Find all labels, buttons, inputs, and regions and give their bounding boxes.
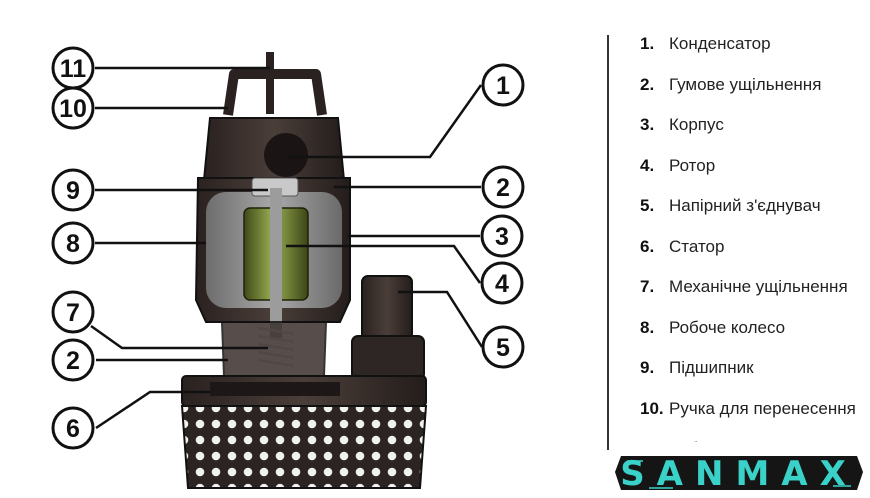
legend-item: 1. Конденсатор xyxy=(640,30,865,71)
callout-number: 3 xyxy=(495,223,509,251)
callout-number: 9 xyxy=(66,177,80,205)
callout-number: 2 xyxy=(496,174,510,202)
legend-label: Статор xyxy=(669,236,725,256)
callout-1: 1 xyxy=(481,63,525,107)
parts-legend: 1. Конденсатор 2. Гумове ущільнення 3. Корпус… xyxy=(640,30,865,442)
legend-label: Гумове ущільнення xyxy=(669,74,822,94)
legend-item: 7. Механічне ущільнення xyxy=(640,273,865,314)
callout-2: 2 xyxy=(51,338,95,382)
callout-number: 10 xyxy=(59,95,87,123)
callout-markers: 11 10 9 8 7 2 6 1 2 3 4 5 xyxy=(51,46,525,450)
callout-5: 5 xyxy=(481,325,525,369)
capacitor xyxy=(264,133,308,177)
callout-number: 5 xyxy=(496,334,510,362)
callout-number: 2 xyxy=(66,347,80,375)
legend-number: 4. xyxy=(640,155,655,175)
legend-number: 9. xyxy=(640,358,655,377)
legend-label: Корпус xyxy=(669,115,724,134)
callout-4: 4 xyxy=(480,261,524,305)
pump-illustration xyxy=(180,52,428,489)
callout-8: 8 xyxy=(51,221,95,265)
legend-label: Ручка для перенесення xyxy=(669,398,856,418)
callout-number: 8 xyxy=(66,230,80,258)
power-cable xyxy=(266,52,274,114)
legend-number: 10. xyxy=(640,398,664,418)
brand-logo: SANMAX xyxy=(615,454,863,494)
legend-label: Механічне ущільнення xyxy=(669,277,848,296)
callout-10: 10 xyxy=(51,86,95,130)
legend-item: 10.Ручка для перенесення xyxy=(640,395,865,436)
legend-label: Робоче колесо xyxy=(669,317,786,337)
shaft xyxy=(270,188,282,338)
legend-number: 1. xyxy=(640,34,655,53)
callout-number: 1 xyxy=(496,72,510,100)
strainer xyxy=(180,405,428,489)
impeller xyxy=(210,382,340,396)
legend-item: 3. Корпус xyxy=(640,111,865,152)
legend-item: 11.Кабель живлення xyxy=(640,435,865,442)
legend-label: Підшипник xyxy=(669,358,754,377)
legend-item: 9. Підшипник xyxy=(640,354,865,395)
legend-item: 6. Статор xyxy=(640,233,865,274)
legend-number: 6. xyxy=(640,236,655,256)
callout-number: 7 xyxy=(66,299,80,327)
pump-diagram: 11 10 9 8 7 2 6 1 2 3 4 5 xyxy=(51,46,525,489)
callout-2: 2 xyxy=(481,165,525,209)
callout-6: 6 xyxy=(51,406,95,450)
legend-number: 8. xyxy=(640,317,655,337)
logo-text: SANMAX xyxy=(620,454,858,494)
legend-label: Ротор xyxy=(669,155,716,175)
legend-label: Напірний з'єднувач xyxy=(669,196,821,215)
legend-number: 3. xyxy=(640,115,655,134)
legend-number: 7. xyxy=(640,277,655,296)
legend-label: Кабель живлення xyxy=(669,439,807,442)
callout-7: 7 xyxy=(51,290,95,334)
callout-number: 6 xyxy=(66,415,80,443)
legend-item: 8. Робоче колесо xyxy=(640,314,865,355)
divider-line xyxy=(607,35,609,450)
leader-lines xyxy=(90,66,484,430)
legend-number: 5. xyxy=(640,196,655,215)
legend-number: 11. xyxy=(640,435,669,442)
callout-number: 11 xyxy=(60,55,87,83)
legend-number: 2. xyxy=(640,74,655,94)
legend-label: Конденсатор xyxy=(669,34,771,53)
legend-item: 5. Напірний з'єднувач xyxy=(640,192,865,233)
callout-3: 3 xyxy=(480,214,524,258)
legend-item: 2. Гумове ущільнення xyxy=(640,71,865,112)
carry-handle xyxy=(223,69,327,116)
legend-item: 4. Ротор xyxy=(640,152,865,193)
callout-number: 4 xyxy=(495,270,509,298)
outlet-connector xyxy=(361,275,413,341)
callout-11: 11 xyxy=(51,46,95,90)
callout-9: 9 xyxy=(51,168,95,212)
